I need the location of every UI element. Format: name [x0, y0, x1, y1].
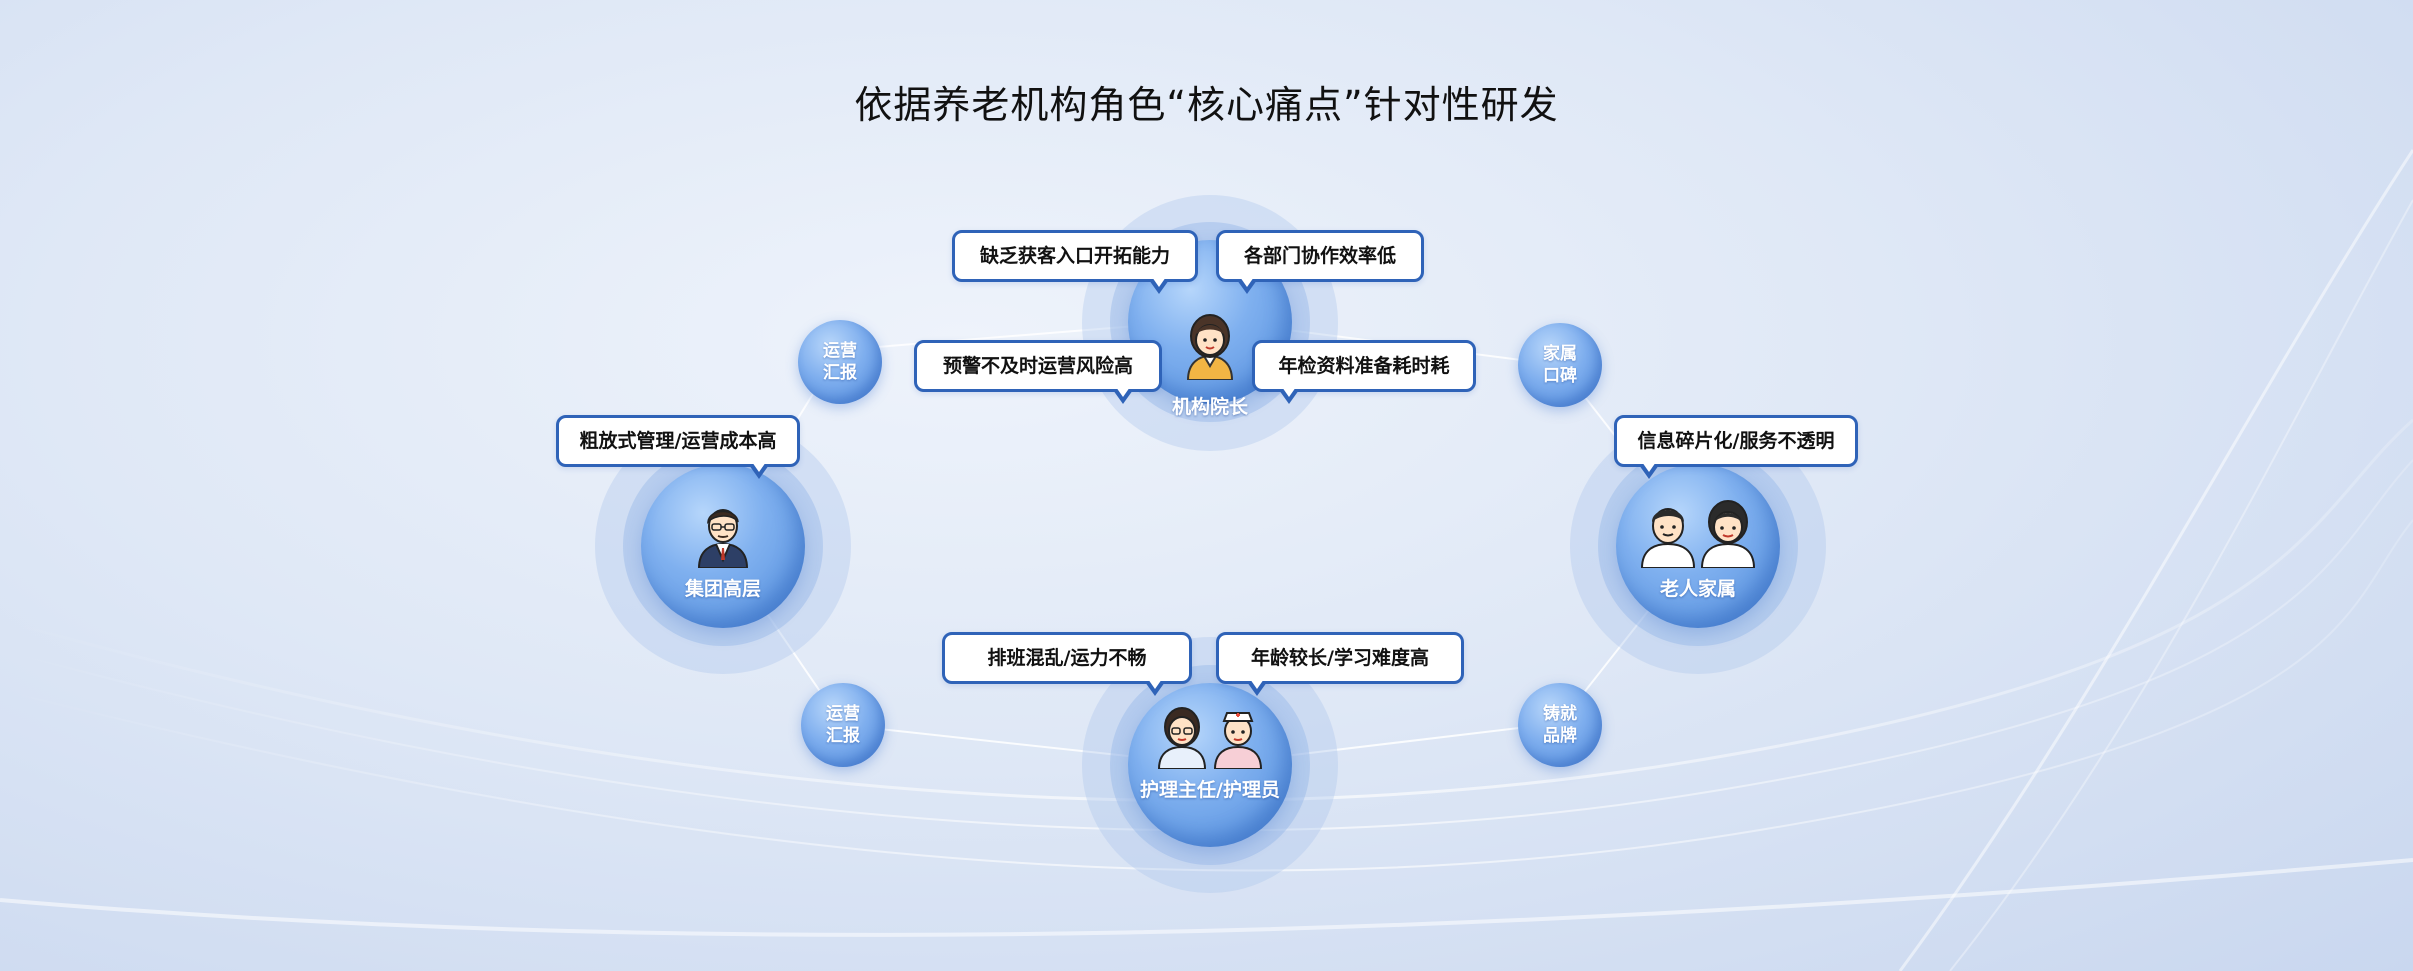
- family-avatar-icon: [1640, 500, 1756, 568]
- executive-avatar-icon: [697, 509, 749, 568]
- director-label: 机构院长: [1171, 396, 1248, 418]
- connector-label: 运营汇报: [823, 341, 857, 383]
- callout-text: 信息碎片化/服务不透明: [1637, 430, 1835, 452]
- callout-director-4: 年检资料准备耗时耗: [1252, 340, 1476, 404]
- page-title: 依据养老机构角色“核心痛点”针对性研发: [854, 83, 1559, 127]
- callout-director-1: 缺乏获客入口开拓能力: [952, 230, 1198, 294]
- nurse-avatar-icon: [1157, 707, 1263, 769]
- callout-director-2: 各部门协作效率低: [1216, 230, 1424, 294]
- connector-report-bottom[interactable]: 运营汇报: [801, 683, 885, 767]
- callout-text: 预警不及时运营风险高: [942, 355, 1133, 377]
- director-avatar-icon: [1186, 314, 1234, 380]
- callout-nursing-1: 排班混乱/运力不畅: [942, 632, 1192, 696]
- nursing-label: 护理主任/护理员: [1140, 779, 1280, 801]
- connector-reputation[interactable]: 家属口碑: [1518, 323, 1602, 407]
- connector-report-top[interactable]: 运营汇报: [798, 320, 882, 404]
- connector-label: 铸就品牌: [1543, 704, 1577, 746]
- connector-label: 运营汇报: [826, 704, 860, 746]
- callout-nursing-2: 年龄较长/学习难度高: [1216, 632, 1464, 696]
- family-label: 老人家属: [1659, 578, 1736, 600]
- nursing-node[interactable]: 护理主任/护理员: [1128, 683, 1292, 847]
- callout-text: 年龄较长/学习难度高: [1251, 647, 1429, 669]
- callout-family-1: 信息碎片化/服务不透明: [1614, 415, 1858, 479]
- connector-brand[interactable]: 铸就品牌: [1518, 683, 1602, 767]
- family-node[interactable]: 老人家属: [1616, 464, 1780, 628]
- callout-text: 缺乏获客入口开拓能力: [979, 245, 1170, 267]
- callout-group-1: 粗放式管理/运营成本高: [556, 415, 800, 479]
- connector-label: 家属口碑: [1543, 344, 1577, 386]
- callout-text: 各部门协作效率低: [1243, 245, 1396, 267]
- callout-director-3: 预警不及时运营风险高: [914, 340, 1162, 404]
- group-label: 集团高层: [684, 578, 761, 600]
- callout-text: 年检资料准备耗时耗: [1278, 355, 1450, 377]
- group-node[interactable]: 集团高层: [641, 464, 805, 628]
- callout-text: 排班混乱/运力不畅: [987, 647, 1147, 669]
- callout-text: 粗放式管理/运营成本高: [579, 430, 777, 452]
